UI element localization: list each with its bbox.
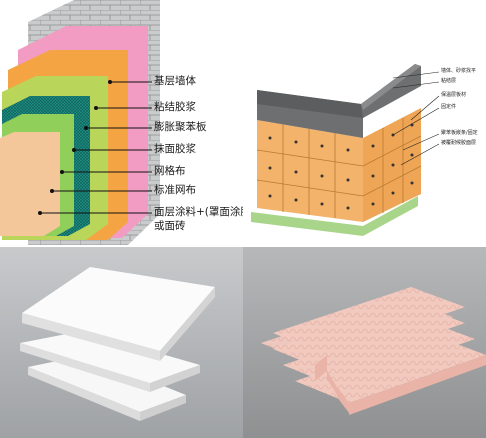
label-adhesive: 粘结胶浆 [154, 101, 196, 113]
label-weatherproof-coat: 被覆耐候胶面层 [441, 140, 477, 146]
label-mesh: 网格布 [154, 165, 186, 177]
label-finish-coat: 面层涂料+(罩面涂膜) [154, 206, 243, 218]
pink-xps-photo [243, 247, 486, 438]
wall-front-face [257, 120, 363, 222]
label-or-tile: 或面砖 [154, 220, 186, 232]
layer-diagram-panel: 基层墙体 粘结胶浆 膨胀聚苯板 抹面胶浆 网格布 标准网布 面层涂料+(罩面涂膜… [0, 0, 243, 247]
label-insulation-board: 保温层板材 [441, 92, 467, 98]
label-plaster-mortar: 抹面胶浆 [154, 143, 196, 155]
wall-install-panel: 墙体、砂浆找平 粘结层 保温层板材 固定件 聚苯板嵌条/固定 被覆耐候胶面层 [243, 0, 486, 247]
label-base-wall: 基层墙体 [154, 75, 196, 87]
label-eps-strip: 聚苯板嵌条/固定 [441, 130, 478, 136]
pink-xps-graphic [243, 247, 486, 438]
roof-top [257, 64, 421, 138]
white-eps-photo [0, 247, 243, 438]
label-fixing: 固定件 [441, 104, 457, 110]
layer-leader-lines [40, 81, 152, 214]
finish-layer [0, 132, 60, 236]
label-standard-mesh: 标准网布 [154, 184, 196, 196]
white-eps-graphic [0, 247, 243, 438]
wall-install-graphic [251, 64, 440, 236]
label-eps-board: 膨胀聚苯板 [154, 121, 207, 133]
layer-diagram-graphic [0, 0, 160, 245]
label-bond-layer: 粘结层 [441, 78, 457, 84]
green-base [251, 196, 418, 236]
label-wall-leveling: 墙体、砂浆找平 [441, 68, 477, 74]
